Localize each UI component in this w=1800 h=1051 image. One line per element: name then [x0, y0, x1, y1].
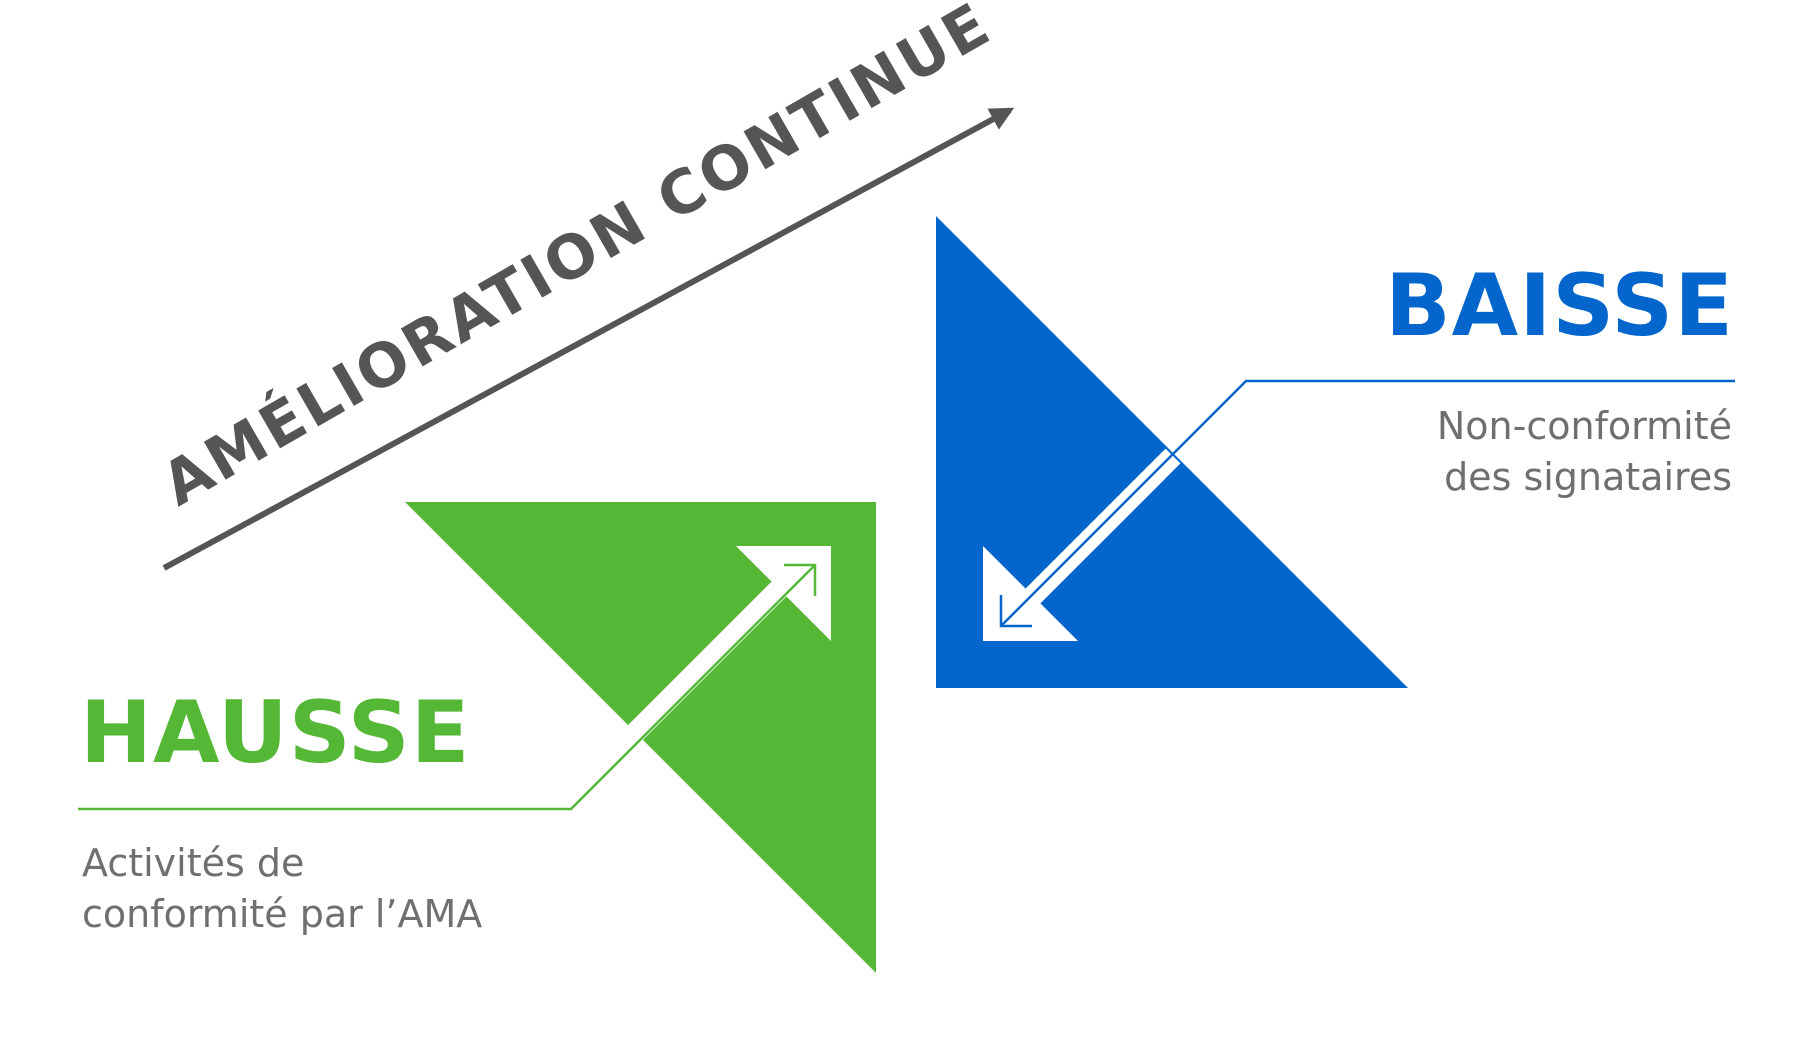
hausse-description-line: Activités de — [82, 841, 305, 885]
diagonal-down-left-arrow-icon — [983, 379, 1735, 641]
hausse-description: Activités de conformité par l’AMA — [82, 838, 482, 940]
baisse-heading: BAISSE — [1385, 256, 1734, 356]
hausse-description-line: conformité par l’AMA — [82, 892, 483, 936]
diagonal-up-right-arrow-icon — [78, 546, 831, 811]
baisse-description: Non-conformité des signataires — [1437, 401, 1732, 503]
baisse-description-line: des signataires — [1444, 455, 1732, 499]
trend-arrow-icon — [162, 107, 1015, 571]
hausse-heading: HAUSSE — [80, 683, 471, 783]
banner-label: AMÉLIORATION CONTINUE — [150, 0, 1004, 520]
baisse-description-line: Non-conformité — [1436, 404, 1732, 448]
